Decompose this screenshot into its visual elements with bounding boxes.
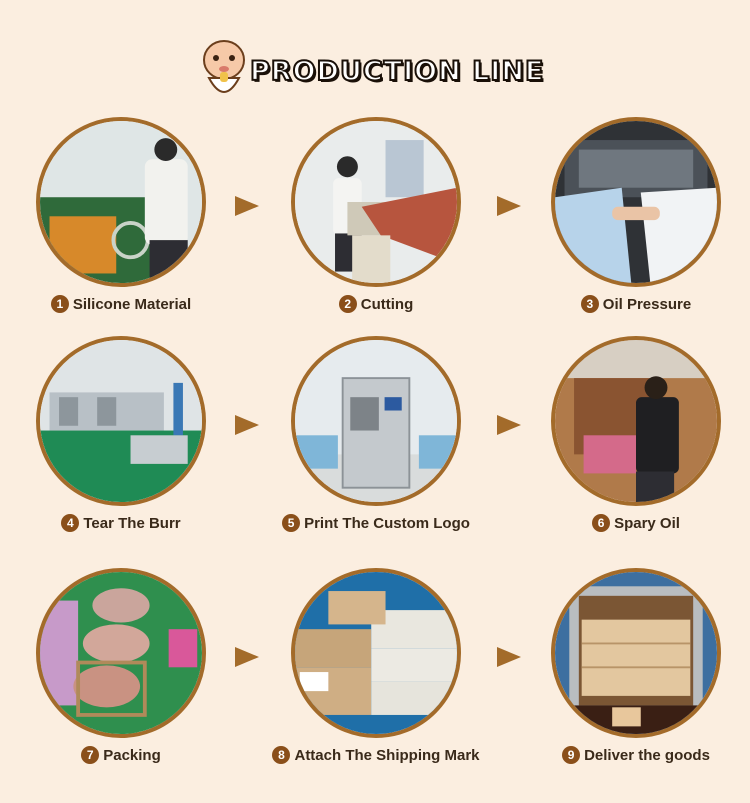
step-number-badge: 3 (580, 295, 599, 313)
arrow-icon (497, 196, 521, 216)
step-photo (291, 568, 461, 738)
arrow-icon (497, 415, 521, 435)
step-label: Tear The Burr (83, 515, 181, 532)
step-number-badge: 8 (272, 746, 291, 764)
baby-icon (203, 40, 245, 93)
step-photo (551, 568, 721, 738)
step-label: Print The Custom Logo (304, 515, 470, 532)
arrow-icon (497, 647, 521, 667)
arrow-icon (235, 647, 259, 667)
arrow-icon (235, 415, 259, 435)
step-photo (291, 336, 461, 506)
step-number-badge: 1 (50, 295, 69, 313)
step-photo (291, 117, 461, 287)
step-label: Packing (103, 747, 161, 764)
step-label: Silicone Material (72, 296, 192, 313)
step-label: Deliver the goods (584, 747, 710, 764)
step-photo (551, 117, 721, 287)
step-number-badge: 6 (592, 514, 611, 532)
step-photo (36, 568, 206, 738)
step-photo (551, 336, 721, 506)
arrow-icon (235, 196, 259, 216)
page-title: PRODUCTION LINE (249, 55, 545, 88)
step-photo (36, 117, 206, 287)
header: PRODUCTION LINE (0, 36, 750, 116)
step-label: Oil Pressure (602, 296, 692, 313)
step-label: Spary Oil (614, 515, 680, 532)
step-number-badge: 9 (562, 746, 581, 764)
step-number-badge: 4 (61, 514, 80, 532)
step-label: Attach The Shipping Mark (294, 747, 480, 764)
step-label: Cutting (360, 296, 414, 313)
step-number-badge: 7 (81, 746, 100, 764)
step-number-badge: 5 (282, 514, 301, 532)
step-number-badge: 2 (338, 295, 357, 313)
step-photo (36, 336, 206, 506)
